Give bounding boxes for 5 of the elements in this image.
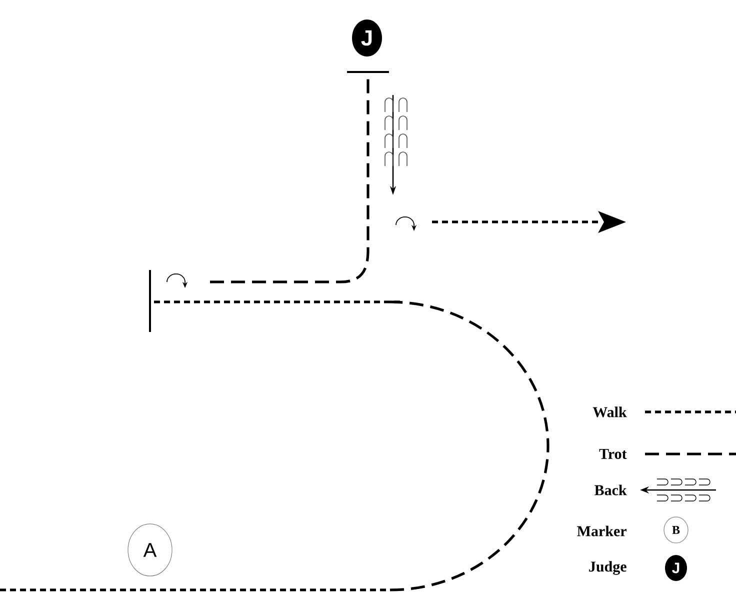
legend-label: Walk (592, 406, 627, 418)
legend-label: Judge (589, 561, 626, 575)
legend-label: Marker (577, 526, 626, 536)
legend-label: Trot (599, 449, 627, 459)
legend-label: Back (594, 484, 627, 496)
